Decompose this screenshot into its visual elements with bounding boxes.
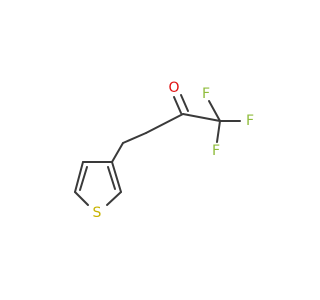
carbon-skeleton [122,113,221,144]
ring-double-bond-inner-2 [79,166,88,191]
ring-double-bond-inner-1 [107,166,116,190]
structure-svg: O F F F S [74,80,254,221]
bond-c3-c2 [111,161,122,193]
fluorine-label-3: F [212,143,220,159]
fluorine-label-1: F [202,86,210,102]
bond-c4-c5 [122,132,147,144]
sulfur-label: S [93,205,102,221]
fluorine-label-2: F [246,113,254,129]
bond-c6-c7 [182,113,221,122]
molecule-diagram: O F F F S [74,80,254,221]
carbonyl-bond-line-2 [180,94,189,112]
carbonyl-double-bond [173,94,189,114]
bond-c5-c6 [145,113,184,134]
bond-c2-s [106,191,122,206]
bond-chain-ring [111,142,124,163]
carbonyl-bond-line-1 [173,96,182,114]
trifluoromethyl-bonds [208,100,241,143]
bond-c7-f1 [208,100,221,122]
bond-c7-f3 [216,120,221,143]
bond-s-c5 [74,191,89,206]
bond-c5-c4 [74,161,84,193]
thiophene-ring [74,142,124,206]
atom-labels: O F F F S [93,80,254,221]
oxygen-label: O [168,80,179,96]
